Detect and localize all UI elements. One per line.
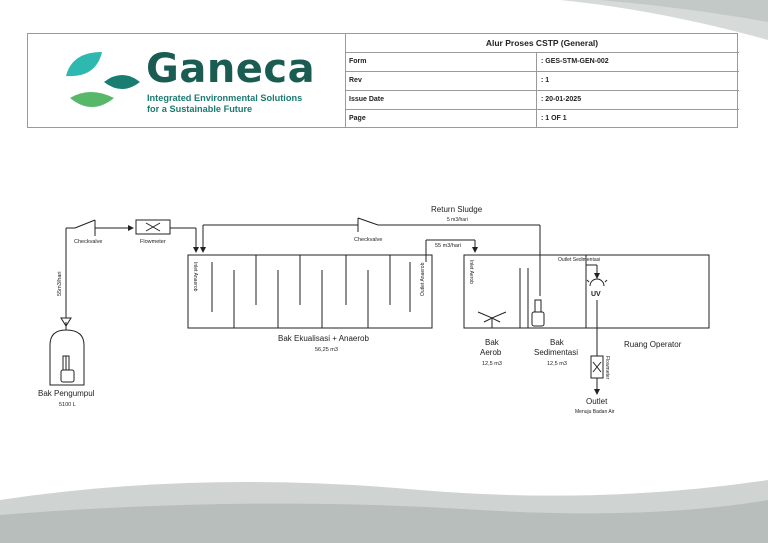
- header-row-form: Form : GES-STM-GEN-002: [345, 53, 739, 72]
- uv-lamp-icon: [586, 275, 608, 287]
- row-key: Rev: [349, 77, 362, 84]
- checkvalve-1-label: Checkvalve: [74, 239, 102, 245]
- flowmeter-2-label: Flowmeter: [604, 356, 610, 380]
- brand-name: Ganeca: [146, 46, 316, 92]
- document-title: Alur Proses CSTP (General): [345, 34, 739, 53]
- ganeca-leaf-logo: [66, 52, 140, 107]
- uv-label: UV: [591, 291, 601, 298]
- tagline-line-1: Integrated Environmental Solutions: [147, 93, 303, 103]
- bak-pengumpul-tank: [49, 329, 85, 386]
- pump-icon: [60, 369, 75, 383]
- inlet-anaerob-label: Inlet Anaerob: [192, 262, 198, 292]
- aerator-diffuser-icon: [477, 311, 507, 328]
- inlet-aerob-label: Inlet Aerob: [468, 260, 474, 284]
- bak-pengumpul-volume: 5100 L: [59, 402, 76, 408]
- bak-aerob-label-2: Aerob: [480, 348, 502, 357]
- bak-sedimentasi-volume: 12,5 m3: [547, 361, 567, 367]
- bak-ekualisasi-anaerob-tank: [187, 254, 433, 329]
- bak-ekualisasi-volume: 56,25 m3: [315, 347, 338, 353]
- header-row-issue-date: Issue Date : 20-01-2025: [345, 91, 739, 110]
- logo-cell: Ganeca Integrated Environmental Solution…: [28, 34, 346, 127]
- sedimentasi-pump-icon: [531, 311, 545, 327]
- outlet-sedimentasi-label: Outlet Sedimentasi: [558, 257, 600, 263]
- checkvalve-1-icon: [74, 219, 96, 236]
- tagline-line-2: for a Sustainable Future: [147, 104, 253, 114]
- row-value: : 1: [536, 72, 739, 90]
- return-sludge-label: Return Sludge: [431, 205, 483, 214]
- row-value: : GES-STM-GEN-002: [536, 53, 739, 71]
- bak-aerob-label-1: Bak: [485, 338, 500, 347]
- bak-pengumpul-label: Bak Pengumpul: [38, 389, 95, 398]
- row-key: Page: [349, 115, 366, 122]
- bak-aerob-volume: 12,5 m3: [482, 361, 502, 367]
- bak-sedimentasi-label-2: Sedimentasi: [534, 348, 578, 357]
- return-sludge-rate: 5 m3/hari: [447, 217, 468, 223]
- row-value: : 1 OF 1: [536, 110, 739, 128]
- header-row-page: Page : 1 OF 1: [345, 110, 739, 128]
- flow-rate-vertical-label: 55m3/hari: [57, 272, 63, 296]
- header-row-rev: Rev : 1: [345, 72, 739, 91]
- flowmeter-1-label: Flowmeter: [140, 239, 166, 245]
- outlet-label: Outlet: [586, 397, 608, 406]
- row-value: : 20-01-2025: [536, 91, 739, 109]
- bak-sedimentasi-label-1: Bak: [550, 338, 565, 347]
- outlet-anaerob-label: Outlet Anaerob: [420, 262, 426, 296]
- checkvalve-2-label: Checkvalve: [354, 237, 382, 243]
- document-header: Ganeca Integrated Environmental Solution…: [27, 33, 739, 128]
- flow-rate-aerob-label: 55 m3/hari: [435, 243, 461, 249]
- ruang-operator-label: Ruang Operator: [624, 340, 682, 349]
- outlet-sub-label: Menuju Badan Air: [575, 409, 615, 415]
- checkvalve-2-icon: [357, 217, 379, 232]
- row-key: Issue Date: [349, 96, 385, 103]
- flowmeter-1-icon: [135, 219, 171, 235]
- row-key: Form: [349, 58, 367, 65]
- bak-ekualisasi-label: Bak Ekualisasi + Anaerob: [278, 334, 369, 343]
